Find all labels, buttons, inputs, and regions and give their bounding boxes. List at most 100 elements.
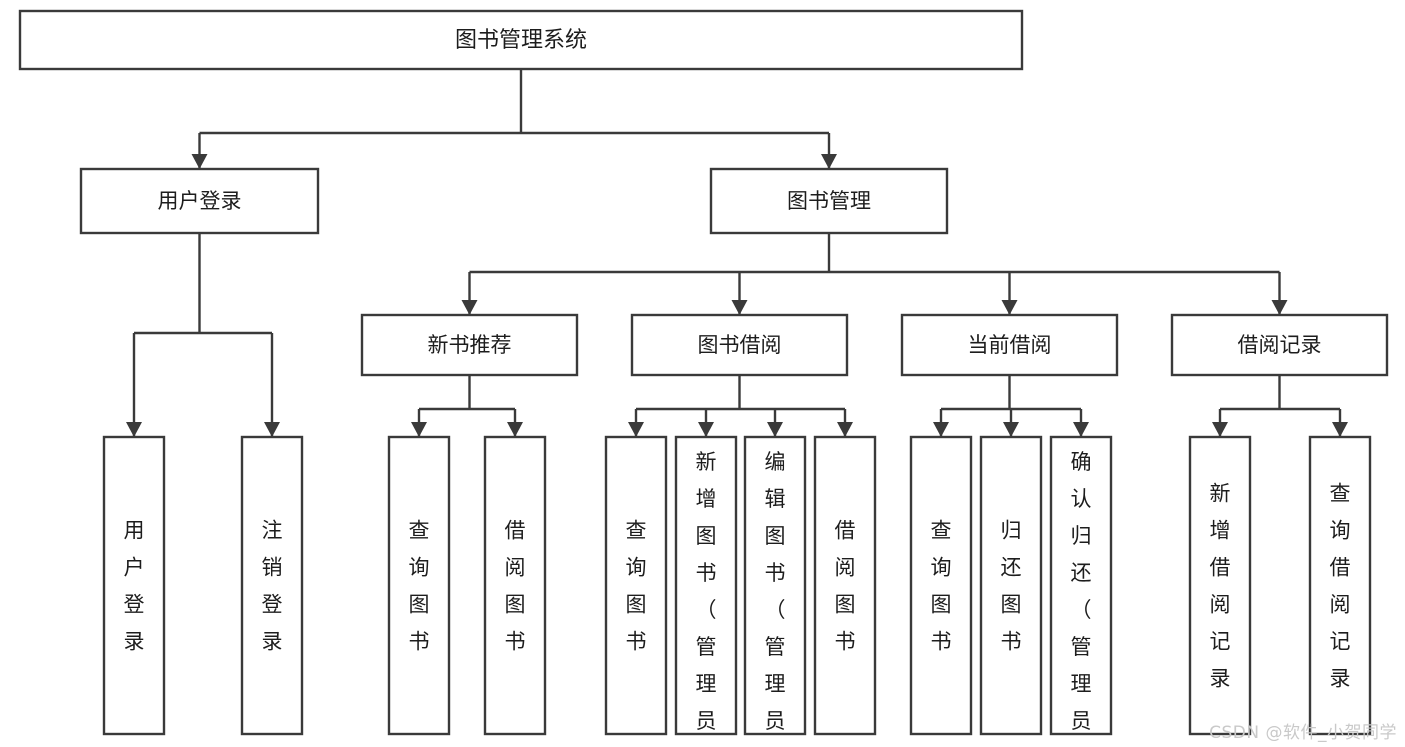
- node-box: [360, 313, 579, 377]
- arrow-head-icon: [1271, 300, 1288, 315]
- svg-text:书: 书: [835, 630, 856, 654]
- svg-text:管: 管: [765, 635, 786, 659]
- arrow-head-icon: [1212, 422, 1228, 437]
- svg-text:阅: 阅: [1210, 593, 1231, 617]
- svg-text:图: 图: [409, 593, 430, 617]
- node-box: [900, 313, 1119, 377]
- node-box: [18, 9, 1024, 71]
- arrow-head-icon: [1001, 300, 1018, 315]
- node-book-borrow[interactable]: 图书借阅: [630, 313, 849, 377]
- svg-text:员: 员: [765, 709, 786, 733]
- svg-text:借: 借: [1210, 556, 1231, 580]
- node-root[interactable]: 图书管理系统: [18, 9, 1024, 71]
- svg-text:录: 录: [1210, 667, 1231, 691]
- svg-text:阅: 阅: [835, 556, 856, 580]
- svg-text:注: 注: [262, 519, 283, 543]
- node-box: [813, 435, 877, 736]
- svg-text:书: 书: [931, 630, 952, 654]
- svg-text:辑: 辑: [765, 487, 786, 511]
- node-current-borrow[interactable]: 当前借阅: [900, 313, 1119, 377]
- node-label: 当前借阅: [968, 333, 1052, 357]
- svg-text:图: 图: [835, 593, 856, 617]
- svg-text:归: 归: [1001, 519, 1022, 543]
- arrow-head-icon: [821, 154, 837, 169]
- node-box: [240, 435, 304, 736]
- node-label: 图书管理: [787, 189, 871, 213]
- svg-text:管: 管: [1071, 635, 1092, 659]
- arrow-head-icon: [411, 422, 427, 437]
- svg-text:（: （: [765, 598, 786, 622]
- svg-text:销: 销: [262, 556, 283, 580]
- svg-text:书: 书: [765, 561, 786, 585]
- svg-text:（: （: [696, 598, 717, 622]
- svg-text:理: 理: [1071, 672, 1092, 696]
- svg-text:用: 用: [124, 519, 145, 543]
- svg-text:借: 借: [835, 519, 856, 543]
- node-book-management[interactable]: 图书管理: [709, 167, 949, 235]
- svg-text:新: 新: [696, 450, 717, 474]
- svg-text:图: 图: [1001, 593, 1022, 617]
- svg-text:图: 图: [626, 593, 647, 617]
- node-box: [1170, 313, 1389, 377]
- svg-text:确: 确: [1071, 450, 1092, 474]
- arrow-head-icon: [698, 422, 714, 437]
- csdn-watermark: CSDN @软件_小贺同学: [1209, 723, 1397, 743]
- svg-text:登: 登: [124, 593, 145, 617]
- node-box: [1308, 435, 1372, 736]
- svg-text:还: 还: [1071, 561, 1092, 585]
- arrow-head-icon: [264, 422, 280, 437]
- arrow-head-icon: [1073, 422, 1089, 437]
- arrow-head-icon: [767, 422, 783, 437]
- svg-text:询: 询: [1330, 519, 1351, 543]
- svg-text:阅: 阅: [505, 556, 526, 580]
- svg-text:录: 录: [124, 630, 145, 654]
- svg-text:登: 登: [262, 593, 283, 617]
- node-box: [1188, 435, 1252, 736]
- arrow-head-icon: [126, 422, 142, 437]
- svg-text:书: 书: [505, 630, 526, 654]
- node-label: 借阅记录: [1238, 333, 1322, 357]
- svg-text:（: （: [1071, 598, 1092, 622]
- svg-text:书: 书: [696, 561, 717, 585]
- svg-text:员: 员: [1071, 709, 1092, 733]
- node-leaf-user-login[interactable]: 用户登录: [102, 435, 166, 736]
- node-user-login[interactable]: 用户登录: [79, 167, 320, 235]
- node-box: [79, 167, 320, 235]
- svg-text:查: 查: [626, 519, 647, 543]
- svg-text:录: 录: [262, 630, 283, 654]
- node-box: [604, 435, 668, 736]
- svg-text:还: 还: [1001, 556, 1022, 580]
- node-box: [483, 435, 547, 736]
- node-new-book-recommend[interactable]: 新书推荐: [360, 313, 579, 377]
- svg-text:户: 户: [124, 556, 145, 580]
- arrow-head-icon: [837, 422, 853, 437]
- node-box: [674, 435, 738, 736]
- svg-text:增: 增: [1210, 519, 1231, 543]
- svg-text:记: 记: [1210, 630, 1231, 654]
- node-borrow-record[interactable]: 借阅记录: [1170, 313, 1389, 377]
- diagram-nodes: 图书管理系统用户登录图书管理新书推荐图书借阅当前借阅借阅记录用户登录注销登录查询…: [18, 9, 1389, 747]
- svg-text:询: 询: [626, 556, 647, 580]
- node-box: [979, 435, 1043, 736]
- svg-text:查: 查: [409, 519, 430, 543]
- svg-text:询: 询: [409, 556, 430, 580]
